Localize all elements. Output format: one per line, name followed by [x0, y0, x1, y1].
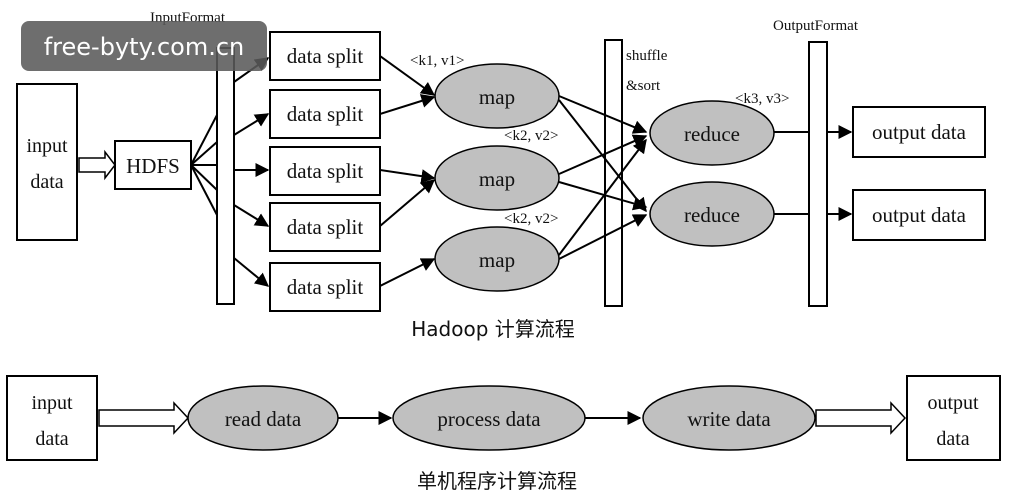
shuffle-label: shuffle	[626, 48, 668, 64]
map-node-2: map	[434, 145, 560, 211]
map-label: map	[479, 167, 515, 191]
output-format-bar	[808, 41, 828, 307]
data-split-box-2: data split	[269, 89, 381, 139]
reduce-label: reduce	[684, 203, 740, 227]
output-data-box-2: output data	[852, 189, 986, 241]
split-to-map-arrows	[379, 55, 436, 287]
map-to-reduce-arrows	[558, 95, 648, 260]
single-input-data-box: input data	[6, 375, 98, 461]
kv-k1v1-label: <k1, v1>	[410, 53, 464, 69]
map-node-3: map	[434, 226, 560, 292]
output-data-label: output data	[872, 203, 967, 227]
hollow-arrow-write-to-output	[815, 401, 907, 435]
single-input-label-1: input	[31, 392, 73, 414]
output-data-box-1: output data	[852, 106, 986, 158]
output-format-label: OutputFormat	[773, 18, 859, 34]
read-data-node: read data	[187, 385, 339, 451]
single-output-data-box: output data	[906, 375, 1001, 461]
data-split-label: data split	[287, 102, 364, 126]
reduce-label: reduce	[684, 122, 740, 146]
kv-k3v3-label: <k3, v3>	[735, 91, 789, 107]
hollow-arrow-input-to-hdfs	[78, 149, 116, 181]
output-data-label: output data	[872, 120, 967, 144]
watermark-text: free-byty.com.cn	[44, 33, 245, 61]
hdfs-label: HDFS	[126, 154, 180, 178]
data-split-box-1: data split	[269, 31, 381, 81]
data-split-box-5: data split	[269, 262, 381, 312]
data-split-label: data split	[287, 275, 364, 299]
write-data-node: write data	[642, 385, 816, 451]
input-format-bar	[216, 47, 235, 305]
map-label: map	[479, 85, 515, 109]
sort-label: &sort	[626, 78, 661, 94]
single-output-label-1: output	[927, 392, 979, 414]
hdfs-box: HDFS	[114, 140, 192, 190]
shuffle-sort-bar	[604, 39, 623, 307]
data-split-label: data split	[287, 215, 364, 239]
data-split-label: data split	[287, 44, 364, 68]
process-data-label: process data	[437, 407, 541, 431]
reduce-node-2: reduce	[649, 181, 775, 247]
watermark-banner: free-byty.com.cn	[21, 21, 267, 71]
single-output-label-2: data	[936, 428, 969, 450]
reduce-node-1: reduce	[649, 100, 775, 166]
hollow-arrow-input-to-read	[98, 401, 190, 435]
split-arrows	[233, 57, 270, 287]
single-caption: 单机程序计算流程	[417, 469, 577, 493]
hadoop-caption: Hadoop 计算流程	[411, 317, 575, 341]
hadoop-input-label-1: input	[26, 135, 68, 157]
kv-k2v2-label-a: <k2, v2>	[504, 128, 558, 144]
map-label: map	[479, 248, 515, 272]
write-data-label: write data	[687, 407, 771, 431]
process-data-node: process data	[392, 385, 586, 451]
single-input-label-2: data	[35, 428, 68, 450]
data-split-box-3: data split	[269, 146, 381, 196]
map-node-1: map	[434, 63, 560, 129]
kv-k2v2-label-b: <k2, v2>	[504, 211, 558, 227]
hadoop-input-label-2: data	[30, 171, 63, 193]
data-split-label: data split	[287, 159, 364, 183]
data-split-box-4: data split	[269, 202, 381, 252]
hadoop-input-data-box: input data	[16, 83, 78, 241]
read-data-label: read data	[225, 407, 302, 431]
hdfs-fan-lines	[190, 114, 218, 216]
